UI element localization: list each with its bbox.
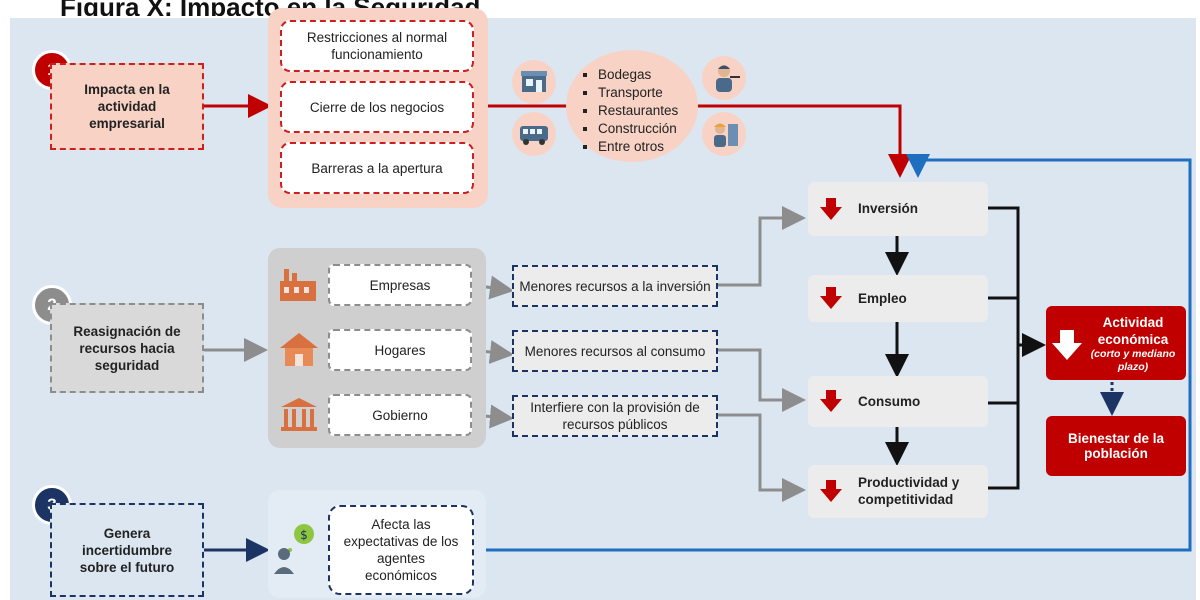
actividad-title: Actividad económica <box>1097 315 1169 347</box>
outcome-productividad: Productividad y competitividad <box>808 465 988 518</box>
outcome-label: Inversión <box>858 201 919 216</box>
outcome-inversion: Inversión <box>808 182 988 236</box>
person-money-icon: $ <box>270 522 318 583</box>
sector-item: Restaurantes <box>598 102 704 120</box>
expectations-box: Afecta las expectativas de los agentes e… <box>328 505 474 595</box>
effect-inversion-resources: Menores recursos a la inversión <box>512 265 718 307</box>
sector-item: Bodegas <box>598 66 704 84</box>
down-arrow-icon <box>1052 330 1082 365</box>
outcome-label: Empleo <box>858 291 907 306</box>
house-icon <box>278 330 320 375</box>
factory-icon <box>278 265 320 310</box>
effect-consumo-resources: Menores recursos al consumo <box>512 330 718 372</box>
outcome-label: Productividad y competitividad <box>858 475 960 507</box>
sector-item: Transporte <box>598 84 704 102</box>
effect-restricciones: Restricciones al normal funcionamiento <box>280 20 474 72</box>
arrow-to-inversion <box>718 206 806 287</box>
agent-empresas: Empresas <box>328 264 472 306</box>
effect-cierre: Cierre de los negocios <box>280 81 474 133</box>
actividad-economica-box: Actividad económica (corto y mediano pla… <box>1046 306 1186 380</box>
effect-public-resources: Interfiere con la provisión de recursos … <box>512 395 718 437</box>
bienestar-box: Bienestar de la población <box>1046 416 1186 476</box>
svg-text:$: $ <box>300 528 308 542</box>
outcome-consumo: Consumo <box>808 376 988 427</box>
sector-item: Entre otros <box>598 138 704 156</box>
arrow-to-productividad <box>718 413 806 502</box>
down-arrow-icon <box>820 480 842 507</box>
agent-hogares: Hogares <box>328 329 472 371</box>
store-icon <box>512 60 556 104</box>
effect-barreras: Barreras a la apertura <box>280 142 474 194</box>
down-arrow-icon <box>820 287 842 314</box>
waiter-icon <box>702 56 746 100</box>
bus-icon <box>512 112 556 156</box>
construction-worker-icon <box>702 112 746 156</box>
down-arrow-icon <box>820 390 842 417</box>
down-arrow-icon <box>820 198 842 225</box>
actividad-note: (corto y mediano plazo) <box>1090 348 1176 373</box>
cause-3-box: Genera incertidumbre sobre el futuro <box>50 503 204 597</box>
arrow-to-consumo <box>718 348 806 412</box>
sectors-list: Bodegas Transporte Restaurantes Construc… <box>584 66 704 156</box>
arrow-expectations-to-inversion <box>482 154 1192 552</box>
government-building-icon <box>278 395 320 440</box>
cause-1-box: Impacta en la actividad empresarial <box>50 63 204 150</box>
outcome-empleo: Empleo <box>808 275 988 322</box>
sectors-circle <box>566 50 698 162</box>
cause-2-box: Reasignación de recursos hacia seguridad <box>50 303 204 393</box>
outcome-label: Consumo <box>858 394 921 409</box>
sector-item: Construcción <box>598 120 704 138</box>
agent-gobierno: Gobierno <box>328 394 472 436</box>
